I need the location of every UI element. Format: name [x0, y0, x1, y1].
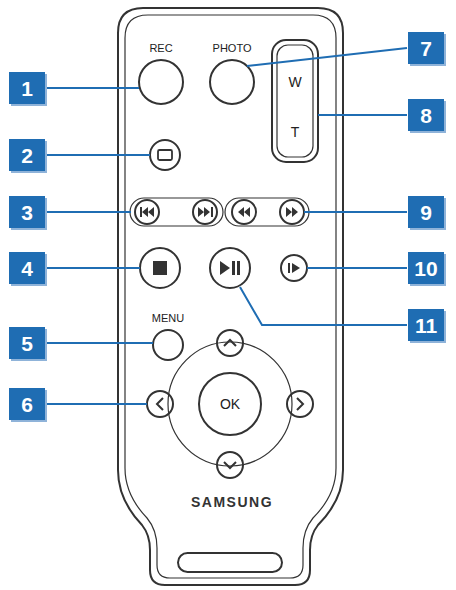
- callout-number: 1: [9, 72, 45, 104]
- up-button: [217, 330, 243, 356]
- ffwd-button: [280, 200, 304, 224]
- search-pill: [225, 198, 309, 226]
- button-label: OK: [220, 397, 240, 411]
- callout-number: 5: [9, 327, 45, 359]
- chevrons: [157, 340, 303, 468]
- callout-number: 11: [408, 309, 444, 341]
- remote-body: [118, 8, 343, 585]
- button-label: W: [288, 75, 301, 89]
- remote-inner-edge: [125, 15, 336, 578]
- ok-button: [199, 373, 261, 435]
- rewind-button: [232, 200, 256, 224]
- button-label: MENU: [152, 313, 184, 324]
- dpad-ring: [168, 342, 292, 466]
- slow-button: [281, 255, 307, 281]
- leader-lines: [46, 48, 407, 404]
- callout-number: 7: [408, 32, 444, 64]
- callout-number: 6: [9, 388, 45, 420]
- rec-button: [139, 60, 183, 104]
- button-label: T: [291, 125, 300, 139]
- button-label: REC: [149, 43, 172, 54]
- strap-slot: [178, 553, 282, 572]
- display-icon: [158, 150, 172, 160]
- callout-number: 8: [408, 99, 444, 131]
- skip-back-button: [135, 200, 159, 224]
- callout-number: 9: [408, 196, 444, 228]
- callout-number: 4: [9, 252, 45, 284]
- skip-fwd-button: [193, 200, 217, 224]
- callout-number: 10: [408, 252, 444, 284]
- button-label: PHOTO: [213, 43, 252, 54]
- left-button: [147, 391, 173, 417]
- button-icons: [140, 207, 300, 275]
- skip-pill: [130, 198, 223, 226]
- display-button: [150, 140, 180, 170]
- stop-button: [140, 248, 180, 288]
- play-pause-button: [210, 248, 250, 288]
- callout-number: 3: [9, 196, 45, 228]
- callout-number: 2: [9, 139, 45, 171]
- brand-name: SAMSUNG: [191, 495, 273, 509]
- menu-button: [153, 330, 183, 360]
- right-button: [287, 391, 313, 417]
- down-button: [217, 452, 243, 478]
